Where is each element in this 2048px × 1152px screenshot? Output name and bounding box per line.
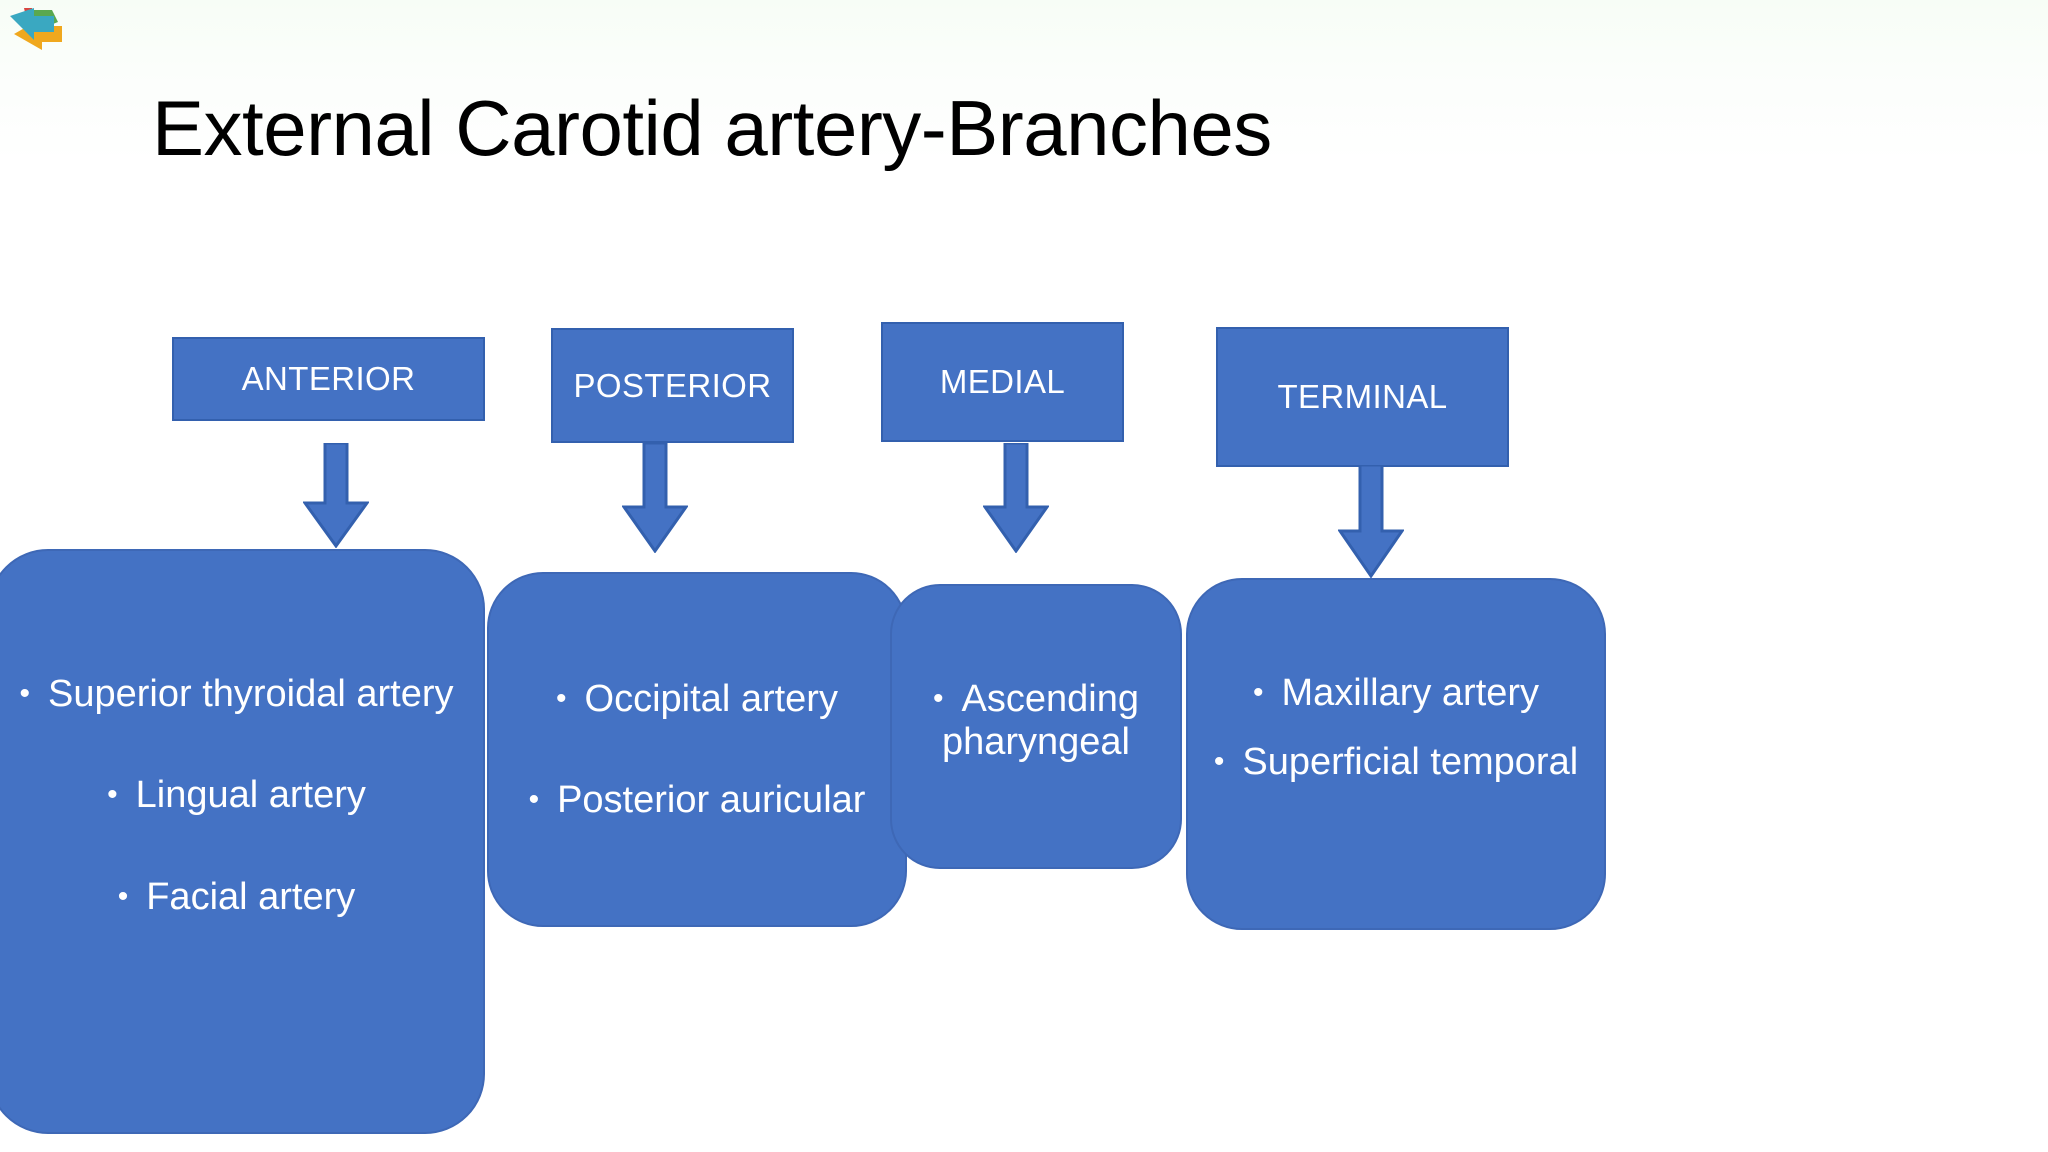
list-item: • Lingual artery [4,774,469,817]
bullet-icon: • [107,778,118,812]
list-item-label: Posterior auricular [557,779,866,822]
arrow-terminal-icon [1338,465,1404,578]
bullet-icon: • [19,677,30,710]
multicolor-arrow-logo-icon [8,4,68,56]
list-item-label: Lingual artery [135,774,366,817]
bullet-icon: • [933,682,944,715]
header-label-posterior: POSTERIOR [573,366,772,404]
list-item-label: Ascending pharyngeal [941,678,1139,764]
spacer [503,721,891,779]
list-item: • Superior thyroidal artery [4,673,469,716]
spacer [4,818,469,876]
list-item: • Posterior auricular [503,779,891,822]
branch-list-anterior: • Superior thyroidal artery • Lingual arte… [0,673,483,919]
list-item: • Maxillary artery [1202,672,1590,715]
branch-list-posterior: • Occipital artery • Posterior auricular [489,678,905,823]
list-item-label: Maxillary artery [1281,672,1540,714]
branch-card-posterior[interactable]: • Occipital artery • Posterior auricular [487,572,907,927]
branch-card-terminal[interactable]: • Maxillary artery • Superficial temporal [1186,578,1606,930]
arrow-anterior-icon [303,443,369,548]
page-title: External Carotid artery-Branches [152,84,1272,172]
list-item-label: Superficial temporal [1242,741,1579,784]
header-box-terminal[interactable]: TERMINAL [1216,327,1509,467]
bullet-icon: • [556,682,567,715]
list-item: •Ascending pharyngeal [906,678,1166,765]
header-label-medial: MEDIAL [939,363,1066,400]
list-item: • Occipital artery [503,678,891,721]
list-item-label: Occipital artery [584,678,838,720]
spacer [4,716,469,774]
bullet-icon: • [528,783,540,817]
branch-card-medial[interactable]: •Ascending pharyngeal [890,584,1182,869]
bullet-icon: • [1252,676,1264,709]
list-item: • Facial artery [4,876,469,919]
header-label-terminal: TERMINAL [1277,378,1448,415]
header-box-anterior[interactable]: ANTERIOR [172,337,485,421]
list-item: • Superficial temporal [1202,741,1590,784]
header-box-posterior[interactable]: POSTERIOR [551,328,794,443]
branch-list-medial: •Ascending pharyngeal [892,678,1180,765]
branch-list-terminal: • Maxillary artery • Superficial temporal [1188,672,1604,785]
list-item-label: Facial artery [146,875,356,918]
branch-card-anterior[interactable]: • Superior thyroidal artery • Lingual arte… [0,549,485,1134]
bullet-icon: • [1213,745,1225,779]
header-label-anterior: ANTERIOR [241,360,416,397]
arrow-posterior-icon [622,443,688,553]
spacer [1202,715,1590,741]
arrow-medial-icon [983,443,1049,553]
header-box-medial[interactable]: MEDIAL [881,322,1124,442]
list-item-label: Superior thyroidal artery [48,673,454,715]
bullet-icon: • [117,879,129,913]
